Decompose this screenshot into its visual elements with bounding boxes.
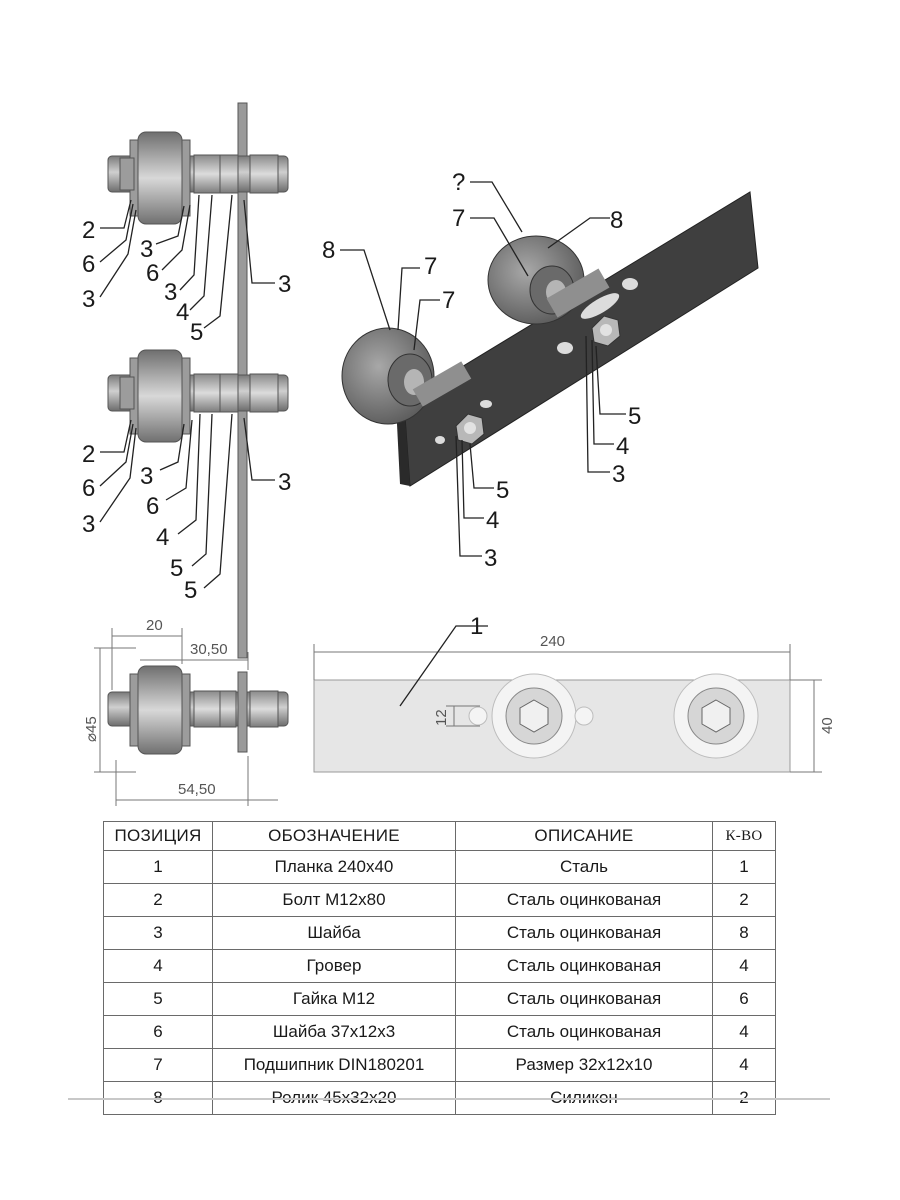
callouts-top: 2 6 3 3 6 3 4 5 3	[82, 217, 291, 346]
callout-label: 7	[424, 253, 437, 280]
callout-label: 5	[628, 403, 641, 430]
cell-designation: Гайка М12	[212, 982, 456, 1016]
callout-label: 8	[610, 207, 623, 234]
cell-quantity: 1	[712, 850, 776, 884]
callout-label: 7	[452, 205, 465, 232]
callout-label: 3	[82, 511, 95, 538]
callout-label: 4	[486, 507, 499, 534]
cell-description: Сталь оцинкованая	[455, 949, 713, 983]
callout-label: 6	[82, 475, 95, 502]
cell-quantity: 4	[712, 1015, 776, 1049]
callout-label: 5	[190, 319, 203, 346]
cell-designation: Планка 240х40	[212, 850, 456, 884]
callout-label: 3	[612, 461, 625, 488]
callout-label: 5	[496, 477, 509, 504]
callout-label: 5	[184, 577, 197, 604]
cell-designation: Шайба	[212, 916, 456, 950]
bottom-rule	[68, 1098, 830, 1100]
cell-position: 6	[103, 1015, 213, 1049]
callout-label: 4	[616, 433, 629, 460]
callout-label: 3	[140, 236, 153, 263]
callout-label: 7	[442, 287, 455, 314]
header-position: ПОЗИЦИЯ	[103, 821, 213, 851]
cell-quantity: 6	[712, 982, 776, 1016]
dim-20: 20	[146, 617, 163, 634]
callouts-middle: 2 6 3 3 6 4 5 5 3	[82, 441, 291, 604]
callout-label: 4	[156, 524, 169, 551]
cell-description: Сталь оцинкованая	[455, 883, 713, 917]
dim-30-50: 30,50	[190, 641, 228, 658]
cell-position: 2	[103, 883, 213, 917]
table-header-row: ПОЗИЦИЯ ОБОЗНАЧЕНИЕ ОПИСАНИЕ К-ВО	[103, 821, 776, 851]
callout-label: 3	[278, 469, 291, 496]
callout-label: ?	[452, 169, 465, 196]
dim-54-50: 54,50	[178, 781, 216, 798]
cell-position: 3	[103, 916, 213, 950]
cell-position: 5	[103, 982, 213, 1016]
cell-description: Сталь	[455, 850, 713, 884]
cell-quantity: 4	[712, 1048, 776, 1082]
cell-description: Размер 32х12х10	[455, 1048, 713, 1082]
cell-designation: Подшипник DIN180201	[212, 1048, 456, 1082]
cell-position: 1	[103, 850, 213, 884]
callout-label: 6	[146, 493, 159, 520]
dim-240: 240	[540, 633, 565, 650]
callout-label: 5	[170, 555, 183, 582]
callouts-iso: ? 7 8 8 7 7 5 4 3 5 4 3	[322, 169, 641, 572]
dim-12: 12	[433, 709, 450, 726]
callout-label: 8	[322, 237, 335, 264]
callout-label: 2	[82, 217, 95, 244]
dim-diameter-45: ⌀45	[83, 716, 100, 742]
callout-label: 3	[484, 545, 497, 572]
callout-label: 3	[164, 279, 177, 306]
callout-label: 6	[82, 251, 95, 278]
plate-plan-view	[313, 673, 791, 773]
side-assembly-dimensioned	[107, 665, 289, 755]
dim-40: 40	[819, 717, 836, 734]
leaders-iso	[340, 181, 626, 557]
assembly-drawing: 2 6 3 3 6 3 4 5 3 2 6 3 3 6 4 5	[82, 102, 836, 806]
cell-position: 7	[103, 1048, 213, 1082]
iso-assembly	[341, 191, 759, 487]
callout-label: 3	[140, 463, 153, 490]
leaders-middle	[99, 413, 275, 589]
cell-designation: Болт М12х80	[212, 883, 456, 917]
cell-description: Сталь оцинкованая	[455, 916, 713, 950]
header-designation: ОБОЗНАЧЕНИЕ	[212, 821, 456, 851]
callout-part-1: 1	[470, 613, 483, 640]
leaders-top	[99, 194, 275, 329]
dimension-lines-left	[94, 628, 278, 806]
header-quantity: К-ВО	[712, 821, 776, 851]
cell-quantity: 2	[712, 883, 776, 917]
cell-position: 4	[103, 949, 213, 983]
cell-designation: Шайба 37х12х3	[212, 1015, 456, 1049]
callout-label: 6	[146, 260, 159, 287]
side-assembly-top	[107, 131, 289, 225]
header-description: ОПИСАНИЕ	[455, 821, 713, 851]
callout-label: 3	[82, 286, 95, 313]
cell-designation: Гровер	[212, 949, 456, 983]
cell-quantity: 8	[712, 916, 776, 950]
cell-quantity: 4	[712, 949, 776, 983]
callout-label: 4	[176, 299, 189, 326]
dimension-lines-plate	[313, 625, 822, 773]
callout-label: 3	[278, 271, 291, 298]
cell-description: Сталь оцинкованая	[455, 982, 713, 1016]
cell-description: Сталь оцинкованая	[455, 1015, 713, 1049]
callout-label: 2	[82, 441, 95, 468]
side-assembly-middle	[107, 349, 289, 443]
